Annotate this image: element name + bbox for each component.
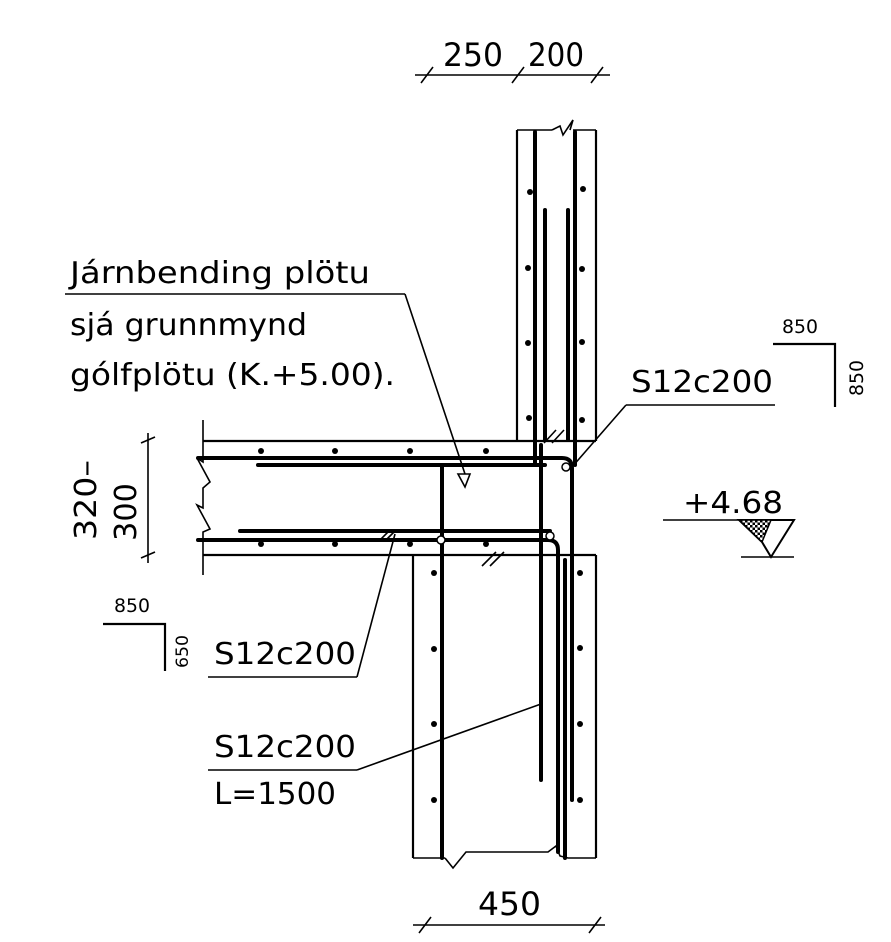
note-bar-wall-line1: S12c200 bbox=[214, 730, 356, 765]
dim-250: 250 bbox=[443, 36, 503, 74]
level-value: +4.68 bbox=[683, 486, 783, 521]
top-dimension: 250 200 bbox=[415, 36, 610, 84]
distribution-dots bbox=[258, 186, 586, 803]
dim-320: 320– bbox=[69, 460, 104, 540]
bar-slab-top bbox=[196, 456, 574, 802]
bar-ticks bbox=[379, 429, 565, 567]
level-mark: +4.68 bbox=[663, 486, 796, 559]
note-bar-slab: S12c200 bbox=[214, 637, 356, 672]
bend-right-vertical: 850 bbox=[846, 360, 868, 396]
bar-note-slab: S12c200 bbox=[208, 533, 396, 678]
note-slab-line2: sjá grunnmynd bbox=[70, 308, 307, 343]
bend-left-horizontal: 850 bbox=[114, 595, 150, 617]
bend-detail-left: 850 650 bbox=[103, 595, 193, 671]
slab-thickness-dimension: 320– 300 bbox=[69, 433, 156, 563]
dim-450: 450 bbox=[478, 885, 541, 923]
note-slab-line1: Járnbending plötu bbox=[68, 256, 370, 291]
dim-300: 300 bbox=[109, 483, 144, 541]
bar-note-top: S12c200 bbox=[571, 365, 775, 468]
concrete-outline bbox=[195, 119, 598, 870]
note-slab-line3: gólfplötu (K.+5.00). bbox=[70, 358, 395, 393]
bar-note-wall: S12c200 L=1500 bbox=[208, 703, 542, 812]
note-bar-top: S12c200 bbox=[631, 365, 773, 400]
slab-note: Járnbending plötu sjá grunnmynd gólfplöt… bbox=[65, 256, 472, 489]
bend-right-horizontal: 850 bbox=[782, 316, 818, 338]
bend-detail-right: 850 850 bbox=[773, 316, 868, 407]
bend-left-vertical: 650 bbox=[173, 635, 193, 668]
dim-200: 200 bbox=[528, 36, 584, 74]
note-bar-wall-line2: L=1500 bbox=[214, 777, 336, 812]
bottom-dimension: 450 bbox=[413, 885, 605, 934]
